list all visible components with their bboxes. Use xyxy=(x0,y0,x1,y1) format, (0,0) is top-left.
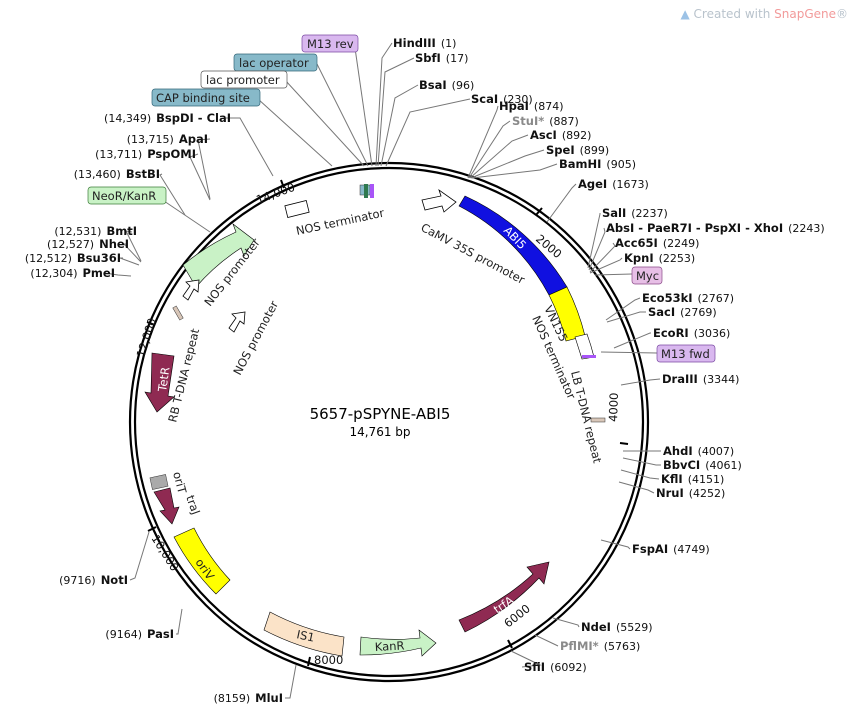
nos-promoter-arrow-2 xyxy=(228,311,246,333)
site-scai: ScaI(230) xyxy=(471,92,533,106)
tetr-arrow xyxy=(144,352,175,413)
site-ahdi: AhdI(4007) xyxy=(663,444,734,458)
site-bamhi: BamHI(905) xyxy=(559,157,636,171)
feature-label-orit: oriT xyxy=(170,470,189,496)
site-fspai: FspAI(4749) xyxy=(632,542,710,556)
site-kfli: KflI(4151) xyxy=(661,472,724,486)
site-eco53ki: Eco53kI(2767) xyxy=(642,291,734,305)
site-bstbi: (13,460)BstBI xyxy=(74,167,160,181)
site-hindiii: HindIII(1) xyxy=(393,36,456,50)
oriv-box xyxy=(173,527,231,595)
site-saci: SacI(2769) xyxy=(648,305,717,319)
tick-marks xyxy=(146,179,629,667)
cap-binding-label: CAP binding site xyxy=(156,91,250,105)
m13-rev-label: M13 rev xyxy=(307,37,354,51)
site-labels: HindIII(1) SbfI(17) BsaI(96) ScaI(230) H… xyxy=(25,36,825,705)
snapgene-logo-icon: ▲ xyxy=(680,7,694,21)
m13-fwd-box xyxy=(656,344,716,363)
site-bsu36i: (12,512)Bsu36I xyxy=(25,251,121,265)
traj-arrow xyxy=(153,487,180,525)
orit-box xyxy=(149,474,169,490)
site-sali: SalI(2237) xyxy=(602,206,668,220)
rb-repeat-mark xyxy=(172,305,184,321)
snapgene-watermark: ▲ Created with SnapGene® xyxy=(680,7,849,21)
site-ecori: EcoRI(3036) xyxy=(653,326,730,340)
site-agei: AgeI(1673) xyxy=(578,177,649,191)
backbone-inner-circle xyxy=(133,166,645,678)
site-bmti: (12,531)BmtI xyxy=(54,224,137,238)
site-sbfi: SbfI(17) xyxy=(415,51,468,65)
tick-label-14000: 14,000 xyxy=(254,180,297,207)
myc-box xyxy=(631,266,663,285)
site-bbvci: BbvCI(4061) xyxy=(663,458,742,472)
tick-label-4000: 4000 xyxy=(606,392,621,422)
site-mlui: (8159)MluI xyxy=(214,691,283,705)
m13-fwd-label: M13 fwd xyxy=(661,347,710,361)
site-hpai: HpaI(874) xyxy=(499,99,564,113)
site-kpni: KpnI(2253) xyxy=(624,251,695,265)
lac-operator-label: lac operator xyxy=(239,56,309,70)
trfa-arrow xyxy=(458,561,550,633)
site-noti: (9716)NotI xyxy=(59,573,128,587)
feature-label-traj: traJ xyxy=(183,493,203,516)
is1-box xyxy=(263,611,345,657)
feature-label-nos-promoter-2: NOS promoter xyxy=(230,298,281,377)
site-spei: SpeI(899) xyxy=(546,143,609,157)
feature-arrows xyxy=(144,184,606,657)
site-pmei: (12,304)PmeI xyxy=(30,266,115,280)
site-acc65i: Acc65I(2249) xyxy=(615,236,699,250)
lac-promoter-box xyxy=(200,70,288,89)
site-draiii: DraIII(3344) xyxy=(662,372,739,386)
m13-rev-box xyxy=(301,34,359,53)
tick-label-12000: 12,000 xyxy=(134,316,160,359)
site-apai: (13,715)ApaI xyxy=(127,132,208,146)
site-pflmi: PflMI*(5763) xyxy=(560,639,640,653)
site-stui: StuI*(887) xyxy=(512,114,579,128)
feature-label-tetr: TetR xyxy=(155,366,172,393)
feature-label-kanr: KanR xyxy=(374,638,404,654)
boxed-labels: M13 rev lac operator lac promoter CAP bi… xyxy=(87,34,716,363)
lac-promoter-label: lac promoter xyxy=(206,73,280,87)
lac-operator-mark xyxy=(364,184,368,198)
feature-label-lb: LB T-DNA repeat xyxy=(568,369,605,465)
myc-label: Myc xyxy=(636,269,659,283)
tick-label-8000: 8000 xyxy=(314,653,343,667)
feature-label-is1: IS1 xyxy=(295,627,316,644)
kanr-arrow xyxy=(359,629,437,657)
site-pspomi: (13,711)PspOMI xyxy=(95,147,196,161)
site-asci: AscI(892) xyxy=(530,128,591,142)
m13-fwd-mark xyxy=(582,355,596,358)
site-sfii: SfiI(6092) xyxy=(524,660,587,674)
plasmid-length: 14,761 bp xyxy=(349,425,410,439)
neor-kanr-arrow xyxy=(182,223,255,288)
m13-rev-mark xyxy=(370,184,374,198)
neor-kanr-label: NeoR/KanR xyxy=(92,189,156,203)
site-pasi: (9164)PasI xyxy=(105,627,174,641)
cap-binding-box xyxy=(151,88,261,107)
plasmid-name: 5657-pSPYNE-ABI5 xyxy=(310,405,451,423)
backbone-outer-circle xyxy=(128,161,650,683)
nos-promoter-arrow-1 xyxy=(182,279,200,301)
neor-kanr-box xyxy=(87,186,167,205)
site-nrui: NruI(4252) xyxy=(656,486,725,500)
site-nhei: (12,527)NheI xyxy=(47,237,129,251)
boxed-leader-lines xyxy=(163,47,658,354)
nos-terminator-top-mark xyxy=(284,200,310,218)
site-absi-xhoi: AbsI - PaeR7I - PspXI - XhoI(2243) xyxy=(606,221,825,235)
lb-repeat-mark xyxy=(590,417,606,423)
site-bspdi-clai: (14,349)BspDI - ClaI xyxy=(104,111,231,125)
site-leader-lines xyxy=(104,42,661,699)
camv-35s-arrow xyxy=(421,188,457,213)
site-bsai: BsaI(96) xyxy=(419,78,474,92)
site-ndei: NdeI(5529) xyxy=(581,620,653,634)
